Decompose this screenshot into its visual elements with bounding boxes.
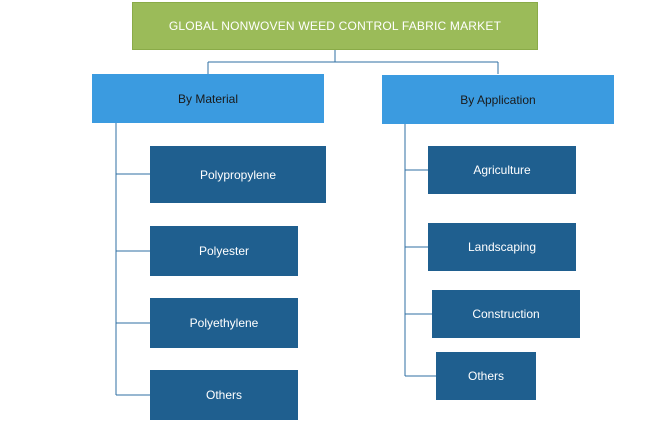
material-item-polyester: Polyester: [150, 226, 298, 276]
application-item-construction: Construction: [432, 290, 580, 338]
category-by-material: By Material: [92, 74, 324, 123]
leaf-label: Polyester: [198, 244, 250, 258]
application-item-agriculture: Agriculture: [428, 146, 576, 194]
material-item-polypropylene: Polypropylene: [150, 146, 326, 203]
application-item-landscaping: Landscaping: [428, 223, 576, 271]
leaf-label: Others: [205, 388, 242, 402]
material-item-polyethylene: Polyethylene: [150, 298, 298, 348]
leaf-label: Agriculture: [473, 163, 531, 177]
root-title: GLOBAL NONWOVEN WEED CONTROL FABRIC MARK…: [168, 19, 502, 33]
leaf-label: Others: [467, 369, 504, 383]
category-label: By Material: [177, 91, 239, 106]
category-by-application: By Application: [382, 75, 614, 124]
root-title-box: GLOBAL NONWOVEN WEED CONTROL FABRIC MARK…: [132, 2, 538, 50]
leaf-label: Polypropylene: [199, 167, 277, 182]
leaf-label: Landscaping: [467, 240, 537, 254]
category-label: By Application: [460, 92, 536, 107]
leaf-label: Construction: [472, 307, 540, 321]
material-item-others: Others: [150, 370, 298, 420]
application-item-others: Others: [436, 352, 536, 400]
leaf-label: Polyethylene: [189, 316, 259, 330]
